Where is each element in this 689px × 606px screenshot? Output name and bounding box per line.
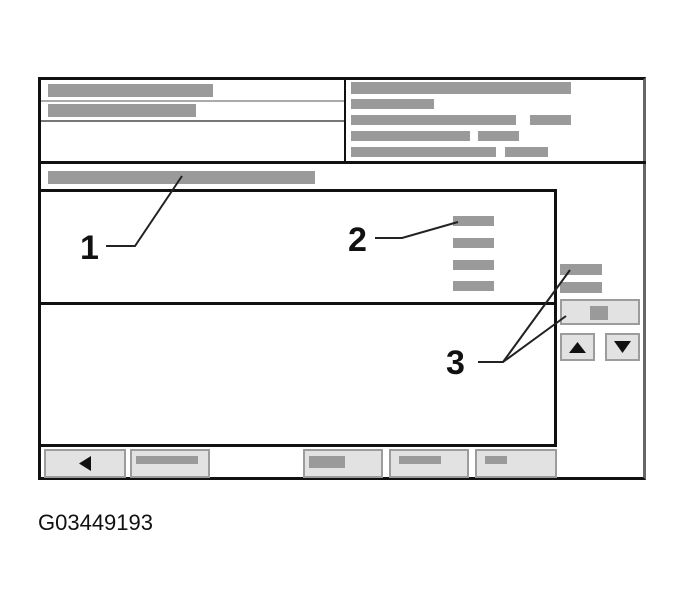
toolbar-button-3[interactable] (389, 449, 469, 478)
callout-2: 2 (348, 221, 367, 259)
info-placeholder-4 (351, 131, 470, 141)
scroll-position-indicator[interactable] (560, 299, 640, 325)
toolbar-label-placeholder-2 (309, 456, 345, 468)
triangle-up-icon (569, 342, 586, 353)
callout-3: 3 (446, 344, 465, 382)
lower-panel-bottom-border (40, 444, 557, 447)
upper-panel-top-border (40, 189, 557, 192)
figure-id: G03449193 (38, 510, 153, 535)
scroll-thumb[interactable] (590, 306, 608, 320)
lower-panel-top-border (40, 302, 557, 305)
info-placeholder-2 (351, 99, 434, 109)
toolbar-label-placeholder-1 (136, 456, 198, 464)
toolbar-button-2[interactable] (303, 449, 383, 478)
value-placeholder-4 (453, 281, 494, 291)
header-row-line-1 (41, 100, 344, 102)
info-value-5 (505, 147, 548, 157)
header-row-line-2 (41, 120, 344, 122)
callout-1: 1 (80, 229, 99, 267)
header-title-placeholder-1 (48, 84, 213, 97)
value-placeholder-3 (453, 260, 494, 270)
value-placeholder-2 (453, 238, 494, 248)
toolbar-button-1[interactable] (130, 449, 210, 478)
toolbar-label-placeholder-3 (399, 456, 441, 464)
side-value-placeholder-1 (560, 264, 602, 275)
side-value-placeholder-2 (560, 282, 602, 293)
triangle-down-icon (614, 341, 631, 353)
info-value-4 (478, 131, 519, 141)
value-placeholder-1 (453, 216, 494, 226)
panels-right-border (554, 189, 557, 447)
scroll-up-button[interactable] (560, 333, 595, 361)
scroll-down-button[interactable] (605, 333, 640, 361)
back-button[interactable] (44, 449, 126, 478)
header-title-placeholder-2 (48, 104, 196, 117)
info-placeholder-3 (351, 115, 516, 125)
toolbar-label-placeholder-4 (485, 456, 507, 464)
tester-screen (38, 77, 646, 480)
triangle-left-icon (79, 456, 91, 471)
info-value-3 (530, 115, 571, 125)
header-vertical-divider (344, 79, 346, 163)
info-placeholder-1 (351, 82, 571, 94)
info-placeholder-5 (351, 147, 496, 157)
header-divider (40, 161, 646, 164)
toolbar-button-4[interactable] (475, 449, 557, 478)
